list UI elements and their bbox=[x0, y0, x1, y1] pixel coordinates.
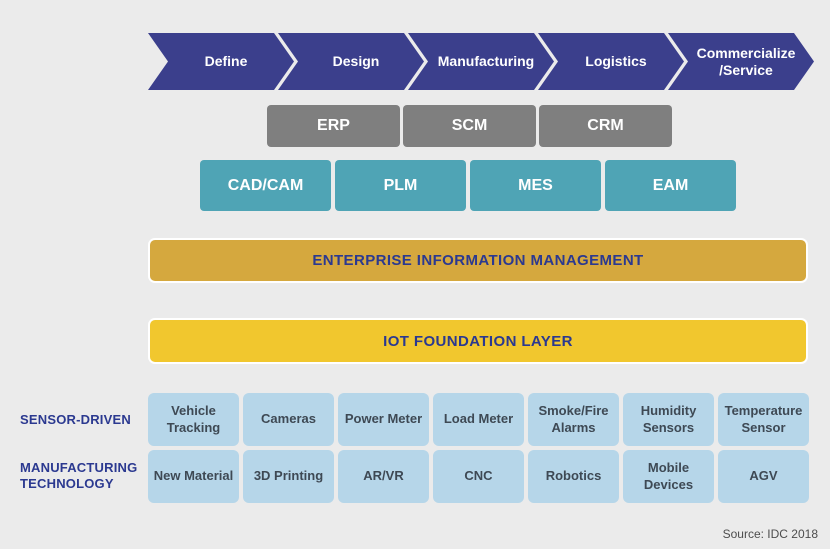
agv-box: AGV bbox=[718, 450, 809, 503]
crm-box: CRM bbox=[539, 105, 672, 147]
enterprise-information-management-bar: ENTERPRISE INFORMATION MANAGEMENT bbox=[148, 238, 808, 283]
iot-foundation-layer-bar: IOT FOUNDATION LAYER bbox=[148, 318, 808, 364]
process-stage-design: Design bbox=[278, 33, 424, 90]
source-note: Source: IDC 2018 bbox=[722, 527, 818, 541]
process-stage-manufacturing: Manufacturing bbox=[408, 33, 554, 90]
smoke-fire-alarms-box: Smoke/Fire Alarms bbox=[528, 393, 619, 446]
ar-vr-box: AR/VR bbox=[338, 450, 429, 503]
mobile-devices-box: Mobile Devices bbox=[623, 450, 714, 503]
process-stage-commercialize-service: Commercialize /Service bbox=[668, 33, 814, 90]
engineering-apps-row: CAD/CAM PLM MES EAM bbox=[200, 160, 736, 211]
vehicle-tracking-box: Vehicle Tracking bbox=[148, 393, 239, 446]
cnc-box: CNC bbox=[433, 450, 524, 503]
manufacturing-technology-label: MANUFACTURING TECHNOLOGY bbox=[20, 460, 138, 492]
process-stage-logistics: Logistics bbox=[538, 33, 684, 90]
humidity-sensors-box: Humidity Sensors bbox=[623, 393, 714, 446]
enterprise-apps-row: ERP SCM CRM bbox=[267, 105, 672, 147]
sensor-driven-label: SENSOR-DRIVEN bbox=[20, 412, 131, 427]
cad-cam-box: CAD/CAM bbox=[200, 160, 331, 211]
plm-box: PLM bbox=[335, 160, 466, 211]
cameras-box: Cameras bbox=[243, 393, 334, 446]
load-meter-box: Load Meter bbox=[433, 393, 524, 446]
sensor-driven-row: Vehicle Tracking Cameras Power Meter Loa… bbox=[148, 393, 809, 446]
process-flow-row: Define Design Manufacturing Logistics Co… bbox=[148, 33, 814, 90]
3d-printing-box: 3D Printing bbox=[243, 450, 334, 503]
mes-box: MES bbox=[470, 160, 601, 211]
eam-box: EAM bbox=[605, 160, 736, 211]
power-meter-box: Power Meter bbox=[338, 393, 429, 446]
scm-box: SCM bbox=[403, 105, 536, 147]
manufacturing-technology-row: New Material 3D Printing AR/VR CNC Robot… bbox=[148, 450, 809, 503]
robotics-box: Robotics bbox=[528, 450, 619, 503]
new-material-box: New Material bbox=[148, 450, 239, 503]
process-stage-define: Define bbox=[148, 33, 294, 90]
erp-box: ERP bbox=[267, 105, 400, 147]
temperature-sensor-box: Temperature Sensor bbox=[718, 393, 809, 446]
